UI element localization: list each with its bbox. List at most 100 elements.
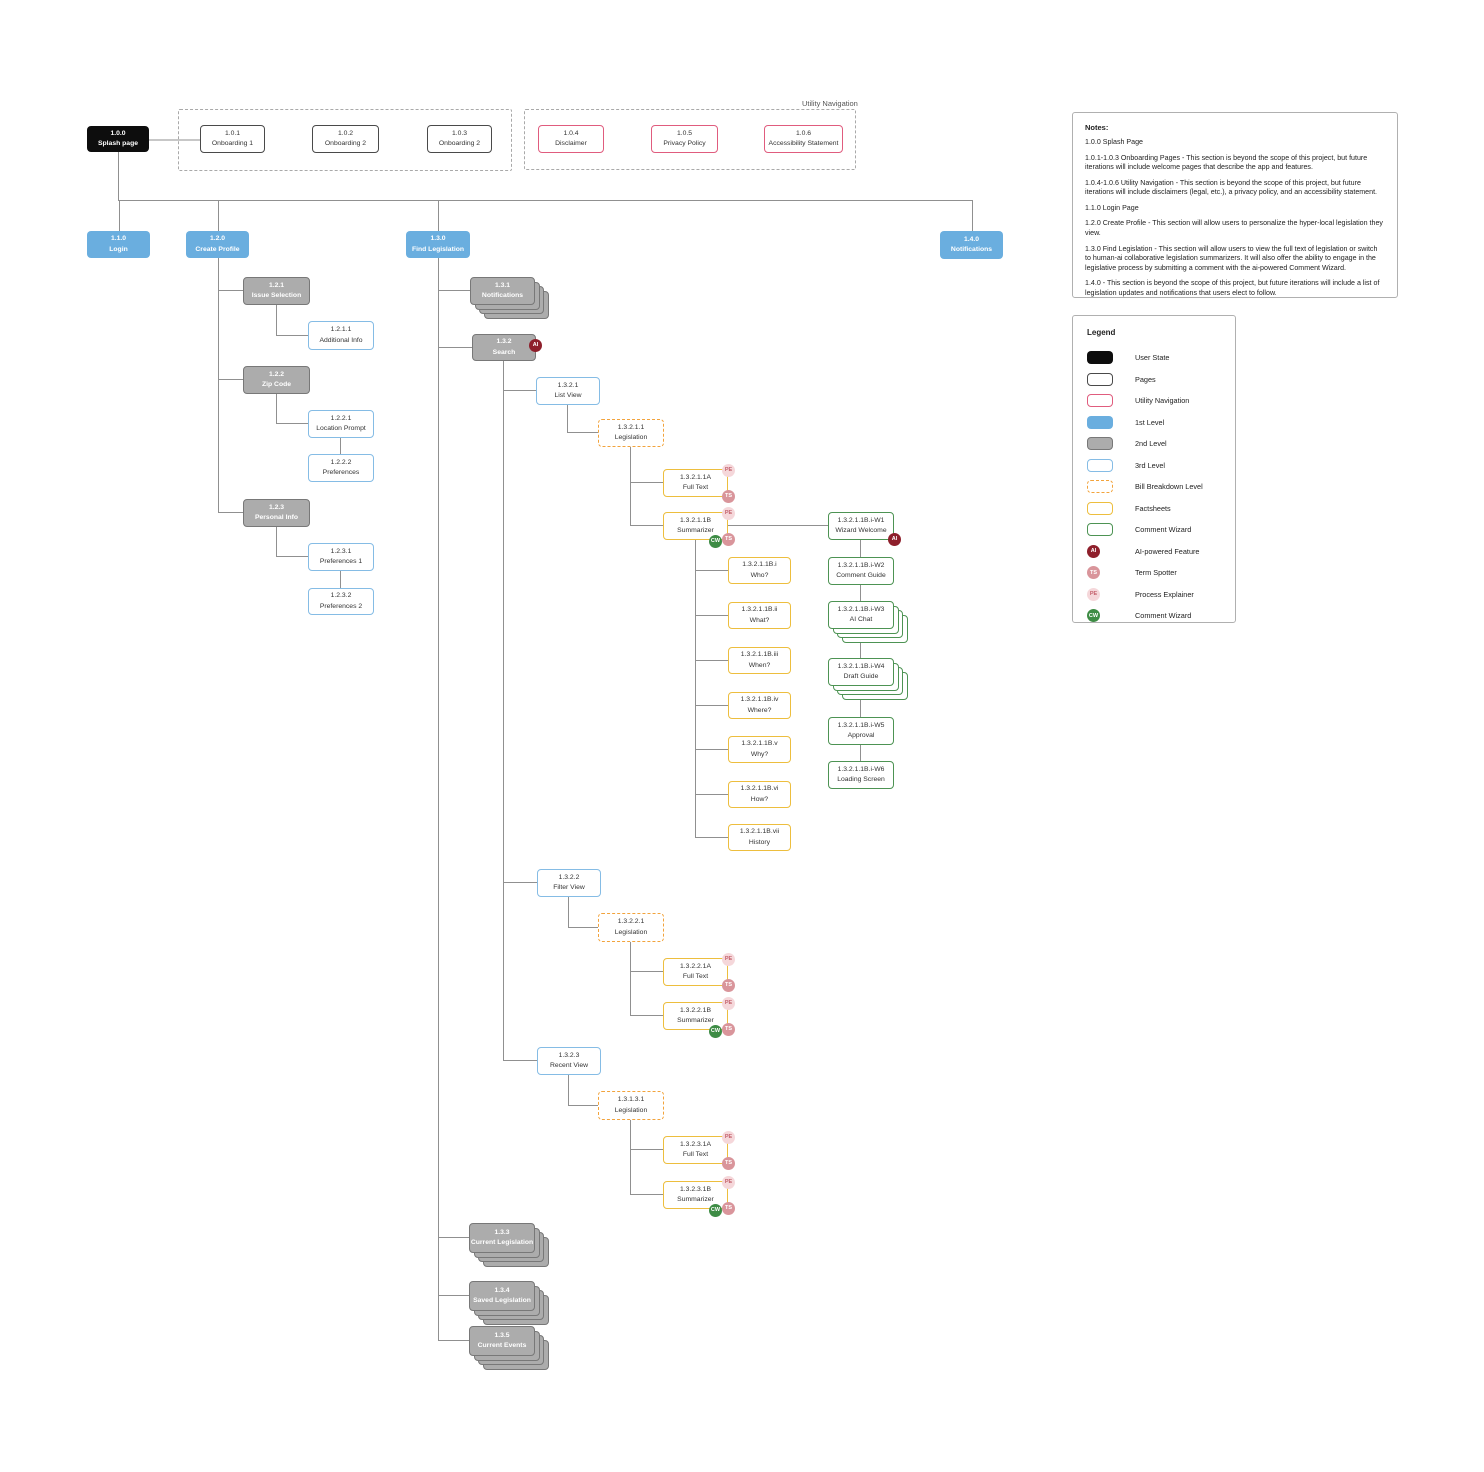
node-label: Issue Selection <box>251 292 302 299</box>
node-label: Onboarding 1 <box>211 140 254 147</box>
connector-line <box>694 538 696 837</box>
node-label: Full Text <box>682 973 709 980</box>
pe-feature-badge-icon: PE <box>722 1176 735 1189</box>
connector-line <box>630 1118 631 1194</box>
onboarding-group <box>178 109 512 171</box>
utility-group <box>524 109 856 170</box>
legend-item: 3rd Level <box>1087 455 1221 477</box>
node-label: History <box>748 838 771 846</box>
node-number: 1.3.2.1.1B.ii <box>741 606 778 614</box>
node-label: Privacy Policy <box>663 140 706 147</box>
node-number: 1.3.2.3 <box>558 1051 580 1059</box>
node-label: Onboarding 2 <box>324 140 367 147</box>
node-number: 1.3.2.1.1B.vii <box>739 828 780 836</box>
legend-item: Bill Breakdown Level <box>1087 476 1221 498</box>
node-number: 1.3.2.1.1 <box>617 423 645 431</box>
node-label: Comment Guide <box>836 572 886 579</box>
cw-feature-badge-icon: CW <box>709 1025 722 1038</box>
notes-paragraph: 1.1.0 Login Page <box>1085 203 1139 212</box>
node-label: Summarizer <box>677 1017 714 1024</box>
connector-line <box>503 1060 537 1061</box>
node-number: 1.4.0 <box>963 235 980 243</box>
connector-line <box>860 743 861 761</box>
node-label: Full Text <box>682 1151 709 1158</box>
connector-line <box>217 200 219 231</box>
connector-line <box>694 659 728 661</box>
node-label: How? <box>750 795 769 803</box>
node-label: Legislation <box>614 434 648 441</box>
connector-line <box>694 569 728 571</box>
legend-item: 1st Level <box>1087 412 1221 434</box>
legend-item-label: User State <box>1135 353 1170 363</box>
connector-line <box>630 1015 663 1016</box>
node-number: 1.3.2.1.1B.vi <box>740 785 779 793</box>
node-number: 1.0.5 <box>676 129 693 137</box>
node-label: Current Legislation <box>470 1239 534 1246</box>
node-number: 1.3.5 <box>494 1331 510 1339</box>
legend-item-label: Comment Wizard <box>1135 611 1192 621</box>
cw-feature-badge-icon: CW <box>709 1204 722 1217</box>
node-number: 1.2.1 <box>268 281 285 289</box>
node-number: 1.0.2 <box>337 129 354 137</box>
connector-line <box>438 200 439 231</box>
node-label: Legislation <box>614 928 648 936</box>
bill-swatch-icon <box>1087 480 1113 494</box>
legend-item: Pages <box>1087 369 1221 391</box>
connector-line <box>860 684 861 717</box>
connector-line <box>438 1340 469 1341</box>
node-number: 1.0.3 <box>451 129 468 137</box>
legend-item-label: 3rd Level <box>1135 460 1166 470</box>
node-number: 1.3.1 <box>494 281 511 289</box>
connector-line <box>275 334 308 336</box>
pages-swatch-icon <box>1087 372 1113 386</box>
node-number: 1.2.2 <box>268 370 285 378</box>
ts-feature-badge-icon: TS <box>722 1023 735 1036</box>
node-number: 1.3.2.1.1B.v <box>741 740 778 748</box>
node-label: Create Profile <box>195 245 240 253</box>
legend-item-label: Process Explainer <box>1135 589 1194 599</box>
node-label: Preferences <box>322 469 360 476</box>
node-number: 1.3.2.1.1A <box>680 473 711 481</box>
node-label: Accessibility Statement <box>768 140 839 147</box>
factsheet-swatch-icon <box>1087 501 1113 515</box>
notes-paragraph: 1.4.0 - This section is beyond the scope… <box>1085 279 1380 297</box>
connector-line <box>568 1073 569 1105</box>
node-label: Full Text <box>682 484 709 491</box>
node-label: Additional Info <box>319 336 363 344</box>
legend-item-label: Comment Wizard <box>1135 525 1192 535</box>
connector-line <box>503 390 536 391</box>
node-label: Summarizer <box>677 527 714 534</box>
node-label: Find Legislation <box>411 245 465 253</box>
legend-item-label: Pages <box>1135 374 1156 384</box>
legend-title: Legend <box>1087 328 1116 337</box>
connector-line <box>340 436 341 454</box>
node-label: Who? <box>750 571 769 579</box>
notes-paragraph: 1.3.0 Find Legislation - This section wi… <box>1085 244 1378 272</box>
node-number: 1.3.2.1.1B.i-W5 <box>837 721 885 729</box>
connector-line <box>630 445 631 525</box>
level1-swatch-icon <box>1087 415 1113 429</box>
connector-line <box>503 359 504 1060</box>
node-label: Current Events <box>477 1342 527 1349</box>
node-label: What? <box>749 616 770 624</box>
level2-swatch-icon <box>1087 437 1113 451</box>
